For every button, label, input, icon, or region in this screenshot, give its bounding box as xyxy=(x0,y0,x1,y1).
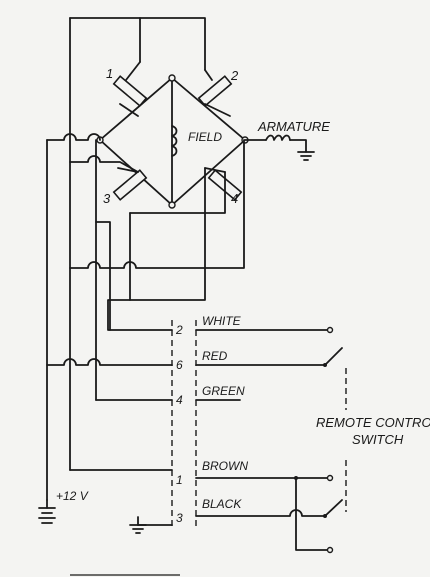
connector-pins: 2 WHITE 6 RED 4 GREEN 1 BROWN 3 BLACK xyxy=(175,314,248,525)
connector-block xyxy=(171,320,197,530)
svg-text:BROWN: BROWN xyxy=(202,459,248,473)
pin-3-black: 3 BLACK xyxy=(176,497,242,525)
field-label: FIELD xyxy=(188,130,222,144)
svg-text:RED: RED xyxy=(202,349,228,363)
svg-text:GREEN: GREEN xyxy=(202,384,245,398)
svg-text:1: 1 xyxy=(176,473,183,487)
svg-text:3: 3 xyxy=(176,511,183,525)
remote-switch-label: REMOTE CONTROL SWITCH xyxy=(316,415,430,447)
pin-4-green: 4 GREEN xyxy=(176,384,245,407)
top-outer-wire xyxy=(69,17,206,471)
svg-text:4: 4 xyxy=(176,393,183,407)
pin-2-white: 2 WHITE xyxy=(175,314,242,337)
remote-switch-label-line1: REMOTE CONTROL xyxy=(316,415,430,430)
armature: ARMATURE xyxy=(244,119,330,161)
routing-wires xyxy=(46,133,245,534)
svg-text:BLACK: BLACK xyxy=(202,497,242,511)
pin-1-brown: 1 BROWN xyxy=(176,459,248,487)
solenoid-4-label: 4 xyxy=(231,191,238,206)
remote-wires xyxy=(195,326,347,554)
svg-text:6: 6 xyxy=(176,358,183,372)
solenoid-1-label: 1 xyxy=(106,66,113,81)
solenoid-2-label: 2 xyxy=(230,68,239,83)
field-coil: FIELD xyxy=(171,125,222,157)
battery: +12 V xyxy=(38,489,89,524)
svg-text:WHITE: WHITE xyxy=(202,314,242,328)
pin-6-red: 6 RED xyxy=(176,349,228,372)
solenoid-2: 2 xyxy=(197,68,239,117)
solenoid-3-label: 3 xyxy=(103,191,111,206)
remote-switch-label-line2: SWITCH xyxy=(352,432,404,447)
svg-text:2: 2 xyxy=(175,323,183,337)
solenoid-4: 4 xyxy=(204,167,243,206)
armature-label: ARMATURE xyxy=(257,119,330,134)
solenoid-3: 3 xyxy=(103,167,148,206)
solenoid-1: 1 xyxy=(106,61,148,117)
battery-label: +12 V xyxy=(56,489,89,503)
